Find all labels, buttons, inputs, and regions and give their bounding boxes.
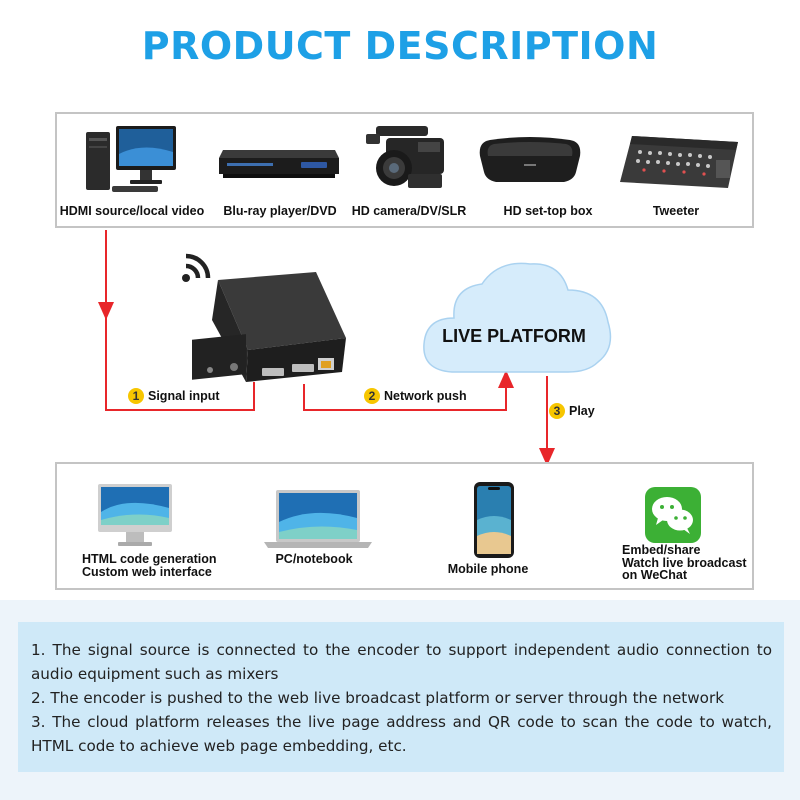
source-label-hdmi: HDMI source/local video [59,204,205,218]
step-label: Play [569,404,595,418]
output-label-wechat: Embed/share Watch live broadcast on WeCh… [622,544,747,582]
output-label-html: HTML code generation Custom web interfac… [82,553,217,579]
arrow-signal-input [105,316,255,411]
step-label: Network push [384,389,467,403]
description-line-3: 3. The cloud platform releases the live … [31,713,772,755]
bluray-player-icon [219,150,339,178]
description-section: 1. The signal source is connected to the… [0,600,800,800]
output-label-line: Watch live broadcast [622,555,747,570]
output-label-line: on WeChat [622,568,688,582]
audio-mixer-icon [620,136,738,188]
source-label-bluray: Blu-ray player/DVD [223,204,337,218]
arrow-network-push [303,370,514,411]
wechat-icon [645,487,701,543]
step-signal-input: 1 Signal input [128,388,220,404]
smartphone-icon [474,482,514,558]
description-line-2: 2. The encoder is pushed to the web live… [31,689,724,707]
step-play: 3 Play [549,403,595,419]
laptop-icon [264,490,372,548]
live-platform-cloud-icon [423,262,612,373]
description-panel: 1. The signal source is connected to the… [18,622,784,772]
wifi-icon [182,253,211,282]
imac-icon [98,484,172,546]
output-label-mobile: Mobile phone [447,562,529,576]
source-label-tweeter: Tweeter [652,204,700,218]
step-label: Signal input [148,389,220,403]
output-label-line: Custom web interface [82,565,212,579]
output-label-pc: PC/notebook [275,552,353,566]
desktop-computer-icon [86,126,176,192]
step-number-badge: 1 [128,388,144,404]
output-label-line: Embed/share [622,543,701,557]
video-camera-icon [366,126,444,188]
step-network-push: 2 Network push [364,388,467,404]
step-number-badge: 3 [549,403,565,419]
cloud-label: LIVE PLATFORM [442,326,586,346]
page-title: PRODUCT DESCRIPTION [141,24,659,68]
hdmi-encoder-icon [192,272,346,382]
step-number-badge: 2 [364,388,380,404]
source-label-camera: HD camera/DV/SLR [351,204,467,218]
set-top-box-icon [479,137,581,182]
output-label-line: HTML code generation [82,552,217,566]
source-label-settopbox: HD set-top box [503,204,593,218]
description-line-1: 1. The signal source is connected to the… [31,641,772,683]
